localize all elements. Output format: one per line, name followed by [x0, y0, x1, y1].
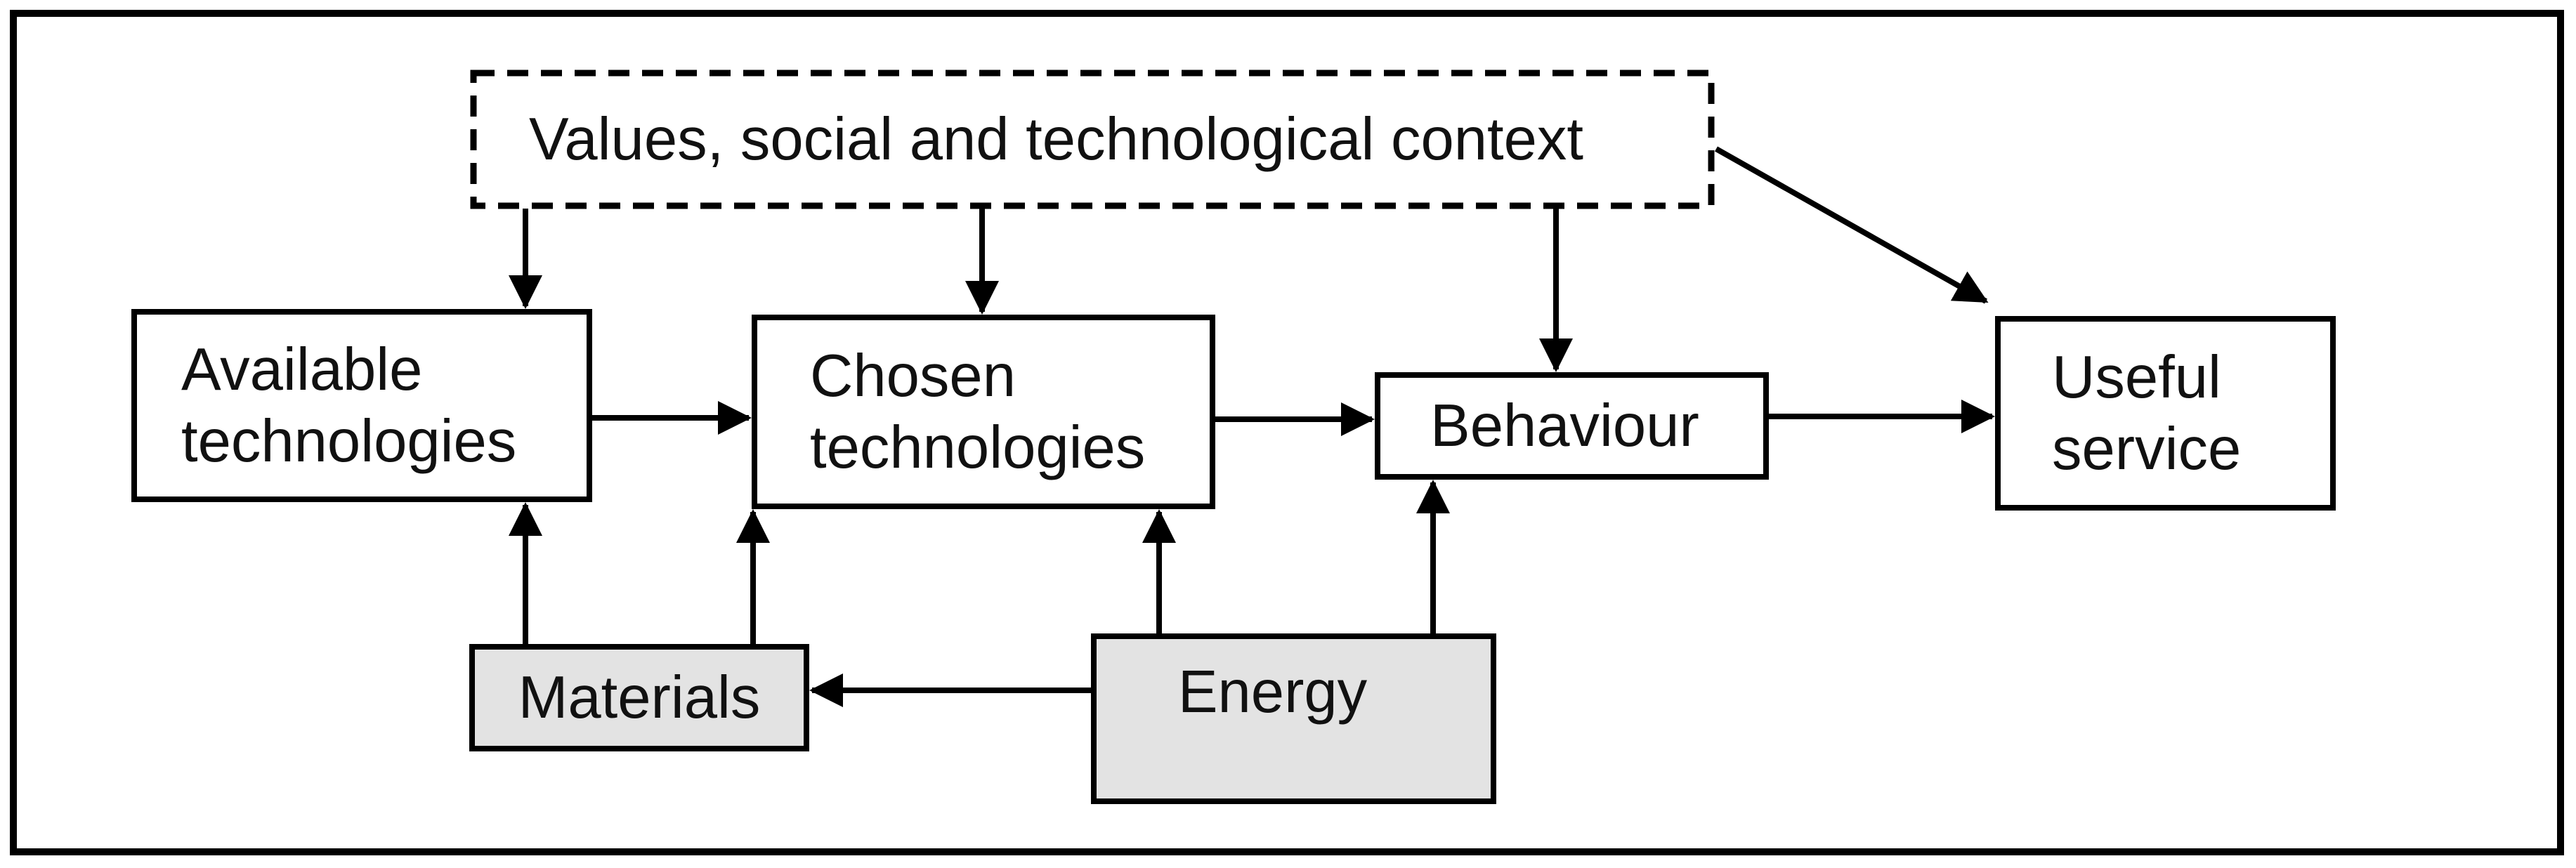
node-available-technologies: Available technologies [131, 309, 592, 502]
arrow-context-to-useful-service [1715, 146, 1989, 304]
node-context-label: Values, social and technological context [529, 105, 1584, 173]
node-materials: Materials [469, 644, 809, 751]
node-behaviour-label: Behaviour [1430, 392, 1699, 459]
outer-frame [10, 10, 2564, 855]
node-behaviour: Behaviour [1375, 372, 1769, 480]
node-useful-service-label: Useful service [2052, 343, 2242, 482]
node-available-technologies-label: Available technologies [181, 336, 517, 475]
node-chosen-technologies: Chosen technologies [752, 315, 1215, 509]
node-energy: Energy [1091, 633, 1496, 804]
node-context: Values, social and technological context [471, 70, 1714, 209]
node-materials-label: Materials [518, 664, 761, 731]
context-box-dashed-border [470, 70, 1715, 209]
node-chosen-technologies-label: Chosen technologies [810, 342, 1146, 481]
node-energy-label: Energy [1177, 658, 1368, 725]
node-useful-service: Useful service [1995, 316, 2336, 511]
